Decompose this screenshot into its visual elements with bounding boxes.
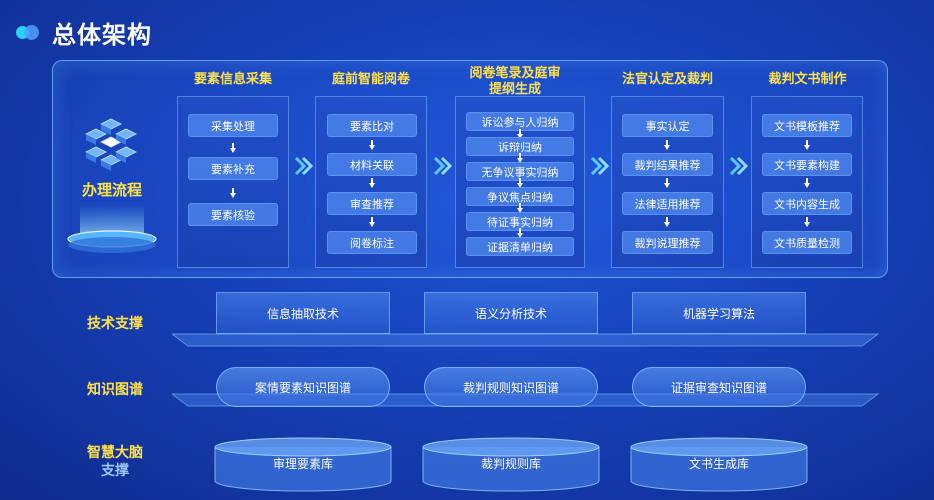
smart-brain-label: 智慧大脑 支撑 bbox=[60, 444, 170, 480]
process-step: 要素补充 bbox=[188, 157, 278, 180]
stage-title-element-collection: 要素信息采集 bbox=[193, 72, 272, 87]
page-title-row: 总体架构 bbox=[16, 14, 152, 50]
process-step: 事实认定 bbox=[622, 114, 713, 137]
arrow-down-icon bbox=[517, 153, 523, 163]
arrow-down-icon bbox=[230, 143, 236, 153]
process-step: 法律适用推荐 bbox=[622, 192, 713, 215]
platform-base-icon bbox=[67, 205, 157, 253]
knowledge-graph-item: 案情要素知识图谱 bbox=[216, 367, 390, 407]
database-cylinder: 文书生成库 bbox=[629, 437, 809, 493]
stage-title-line: 提纲生成 bbox=[488, 82, 541, 97]
knowledge-graph-item: 证据审查知识图谱 bbox=[632, 367, 806, 407]
arrow-down-icon bbox=[517, 178, 523, 188]
process-step: 文书质量检测 bbox=[762, 231, 852, 254]
chevron-right-icon bbox=[590, 156, 610, 176]
process-label-cell: 办理流程 bbox=[62, 105, 162, 265]
process-step: 待证事实归纳 bbox=[466, 212, 574, 231]
arrow-down-icon bbox=[804, 217, 810, 227]
process-step: 要素核验 bbox=[188, 203, 278, 226]
tech-support-item: 语义分析技术 bbox=[424, 292, 598, 334]
database-label: 裁判规则库 bbox=[480, 457, 541, 471]
arrow-down-icon bbox=[664, 140, 670, 150]
process-step: 无争议事实归纳 bbox=[466, 162, 574, 181]
arrow-down-icon bbox=[517, 203, 523, 213]
process-step: 文书内容生成 bbox=[762, 192, 852, 215]
process-step: 裁判结果推荐 bbox=[622, 153, 713, 176]
stage-title-record-outline: 阅卷笔录及庭审 提纲生成 bbox=[455, 66, 575, 98]
smart-brain-label-line: 支撑 bbox=[101, 463, 129, 479]
arrow-down-icon bbox=[804, 178, 810, 188]
process-step: 要素比对 bbox=[327, 114, 417, 137]
stage-title-judge-ruling: 法官认定及裁判 bbox=[621, 72, 713, 87]
stage-title-line: 阅卷笔录及庭审 bbox=[469, 66, 561, 81]
database-cylinder: 审理要素库 bbox=[213, 437, 393, 493]
tech-support-label: 技术支撑 bbox=[87, 316, 143, 332]
stage-title-pretrial-review: 庭前智能阅卷 bbox=[331, 72, 410, 87]
chevron-right-icon bbox=[294, 156, 314, 176]
title-dots-icon bbox=[16, 22, 42, 42]
arrow-down-icon bbox=[804, 140, 810, 150]
process-step: 文书要素构建 bbox=[762, 153, 852, 176]
page-title: 总体架构 bbox=[52, 20, 152, 49]
process-step: 材料关联 bbox=[327, 153, 417, 176]
arrow-down-icon bbox=[369, 140, 375, 150]
process-label: 办理流程 bbox=[81, 181, 142, 199]
knowledge-graph-label: 知识图谱 bbox=[87, 382, 143, 398]
knowledge-graph-item: 裁判规则知识图谱 bbox=[424, 367, 598, 407]
tech-support-item: 信息抽取技术 bbox=[216, 292, 390, 334]
database-icon bbox=[630, 437, 808, 492]
arrow-down-icon bbox=[230, 188, 236, 198]
process-step: 文书模板推荐 bbox=[762, 114, 852, 137]
process-step: 裁判说理推荐 bbox=[622, 231, 713, 254]
arrow-down-icon bbox=[517, 228, 523, 238]
database-icon bbox=[422, 437, 600, 492]
database-icon bbox=[214, 437, 392, 492]
tech-support-base bbox=[172, 333, 880, 347]
process-step: 阅卷标注 bbox=[327, 231, 417, 254]
tech-support-item: 机器学习算法 bbox=[632, 292, 806, 334]
arrow-down-icon bbox=[369, 178, 375, 188]
smart-brain-label-line: 智慧大脑 bbox=[87, 445, 143, 461]
database-label: 审理要素库 bbox=[272, 457, 333, 471]
arrow-down-icon bbox=[664, 178, 670, 188]
arrow-down-icon bbox=[664, 217, 670, 227]
database-label: 文书生成库 bbox=[688, 457, 749, 471]
chevron-right-icon bbox=[433, 156, 453, 176]
process-step: 审查推荐 bbox=[327, 192, 417, 215]
process-step: 证据清单归纳 bbox=[466, 237, 574, 256]
database-cylinder: 裁判规则库 bbox=[421, 437, 601, 493]
process-step: 采集处理 bbox=[188, 114, 278, 137]
stage-title-document-production: 裁判文书制作 bbox=[768, 72, 847, 87]
arrow-down-icon bbox=[517, 129, 523, 139]
chevron-right-icon bbox=[729, 156, 749, 176]
arrow-down-icon bbox=[369, 217, 375, 227]
cube-cluster-icon bbox=[85, 118, 137, 171]
